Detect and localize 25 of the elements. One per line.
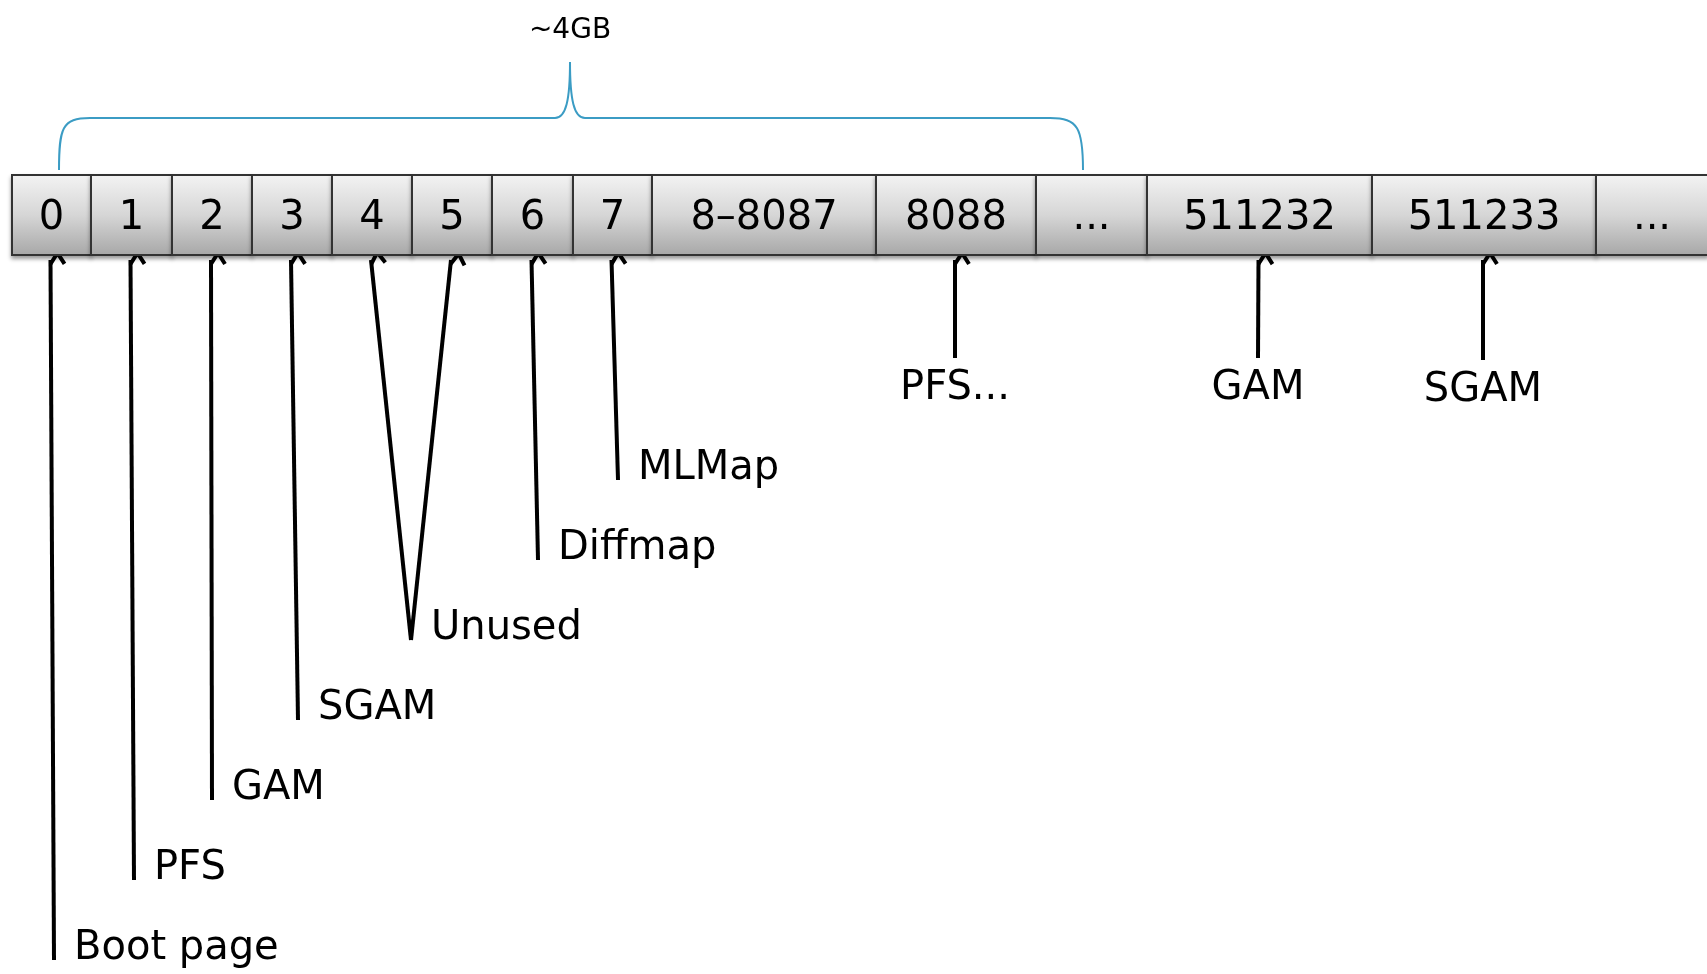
page-type-label: MLMap — [638, 441, 780, 490]
memory-page-cell: ... — [1035, 174, 1148, 256]
memory-page-cell: 6 — [491, 174, 574, 256]
size-label: ~4GB — [527, 11, 613, 47]
memory-page-cell: 511233 — [1371, 174, 1597, 256]
memory-page-cell: 0 — [11, 174, 92, 256]
memory-page-cell: 1 — [90, 174, 173, 256]
page-type-label: Unused — [431, 601, 582, 650]
memory-page-cell: 8–8087 — [651, 174, 877, 256]
memory-page-cell: 8088 — [875, 174, 1037, 256]
page-type-label: GAM — [1211, 361, 1305, 410]
page-type-label: SGAM — [1423, 363, 1543, 412]
memory-page-cell: 7 — [572, 174, 653, 256]
memory-page-cell: 5 — [411, 174, 493, 256]
memory-page-cell: 2 — [171, 174, 253, 256]
page-type-label: Boot page — [74, 921, 279, 970]
page-type-label: PFS — [154, 841, 226, 890]
memory-page-cell: 3 — [251, 174, 333, 256]
page-type-label: PFS... — [900, 361, 1010, 410]
memory-page-cell: 511232 — [1146, 174, 1373, 256]
page-type-label: SGAM — [318, 681, 437, 730]
memory-page-cell: 4 — [331, 174, 413, 256]
memory-page-cell: ... — [1595, 174, 1707, 256]
page-type-label: GAM — [232, 761, 325, 810]
page-type-label: Diffmap — [558, 521, 717, 570]
